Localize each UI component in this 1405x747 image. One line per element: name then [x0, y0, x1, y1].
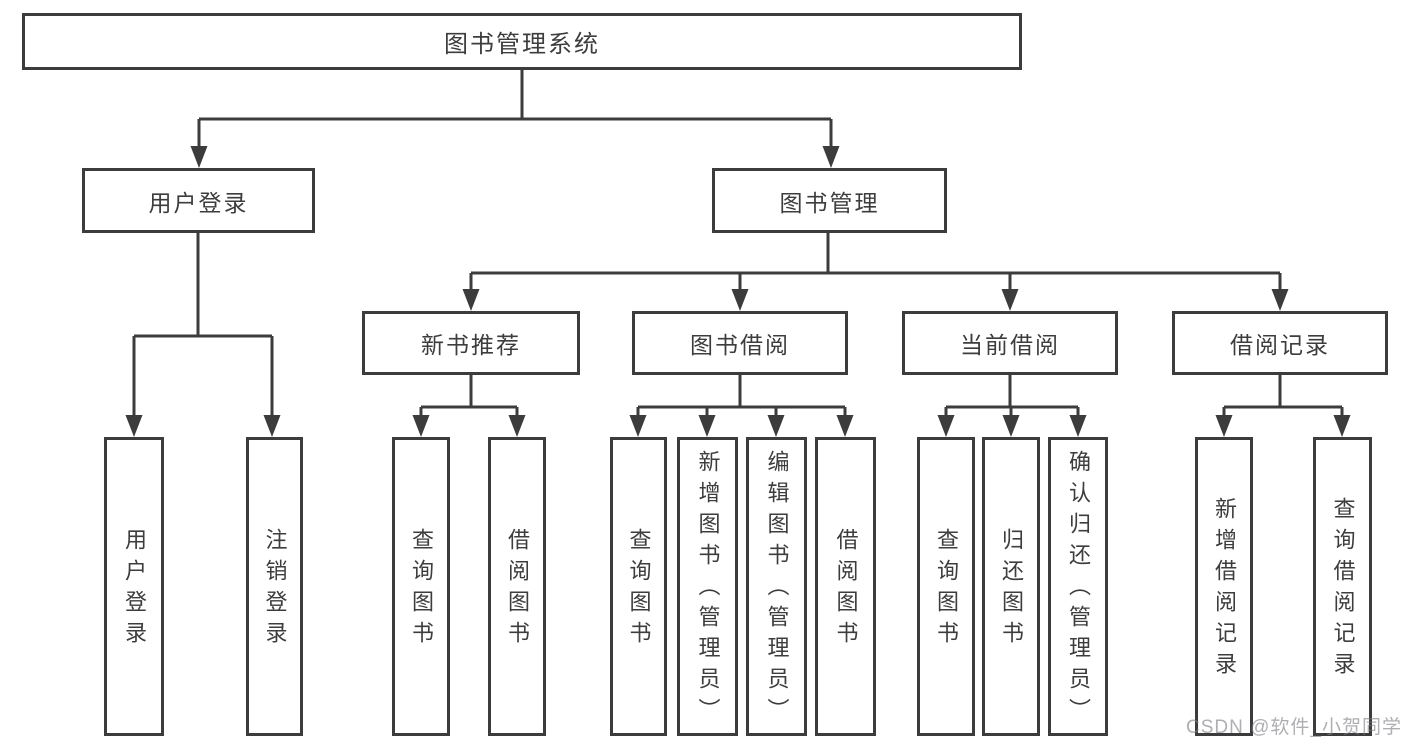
node-book-borrowing: 图书借阅 [632, 311, 848, 375]
edge-book-management-to-level3 [462, 233, 1289, 311]
edge-user-login-to-leaves [125, 233, 281, 437]
edge-current-borrowing-to-leaves [937, 375, 1087, 437]
edge-book-borrowing-to-leaves [629, 375, 854, 437]
leaf-add-books-admin: 新增图书（管理员） [677, 437, 738, 736]
leaf-add-borrow-record: 新增借阅记录 [1195, 437, 1253, 736]
leaf-user-login: 用户登录 [104, 437, 164, 736]
leaf-borrow-books-recommend: 借阅图书 [488, 437, 546, 736]
leaf-query-books-current: 查询图书 [917, 437, 975, 736]
leaf-logout: 注销登录 [246, 437, 303, 736]
edge-root-to-level2 [190, 70, 840, 168]
node-user-login-branch: 用户登录 [82, 168, 315, 233]
node-new-book-recommend: 新书推荐 [362, 311, 580, 375]
leaf-return-books: 归还图书 [982, 437, 1040, 736]
node-borrowing-records: 借阅记录 [1172, 311, 1388, 375]
leaf-query-borrow-record: 查询借阅记录 [1313, 437, 1372, 736]
leaf-query-books-borrowing: 查询图书 [610, 437, 667, 736]
node-book-management-branch: 图书管理 [712, 168, 947, 233]
leaf-query-books-recommend: 查询图书 [392, 437, 450, 736]
edge-new-book-recommend-to-leaves [412, 375, 526, 437]
leaf-borrow-books: 借阅图书 [815, 437, 876, 736]
leaf-confirm-return-admin: 确认归还（管理员） [1048, 437, 1108, 736]
csdn-watermark: CSDN @软件_小贺同学 [1186, 717, 1402, 738]
node-current-borrowing: 当前借阅 [902, 311, 1118, 375]
leaf-edit-books-admin: 编辑图书（管理员） [746, 437, 807, 736]
edge-borrowing-records-to-leaves [1215, 375, 1351, 437]
node-library-management-system: 图书管理系统 [22, 13, 1022, 70]
